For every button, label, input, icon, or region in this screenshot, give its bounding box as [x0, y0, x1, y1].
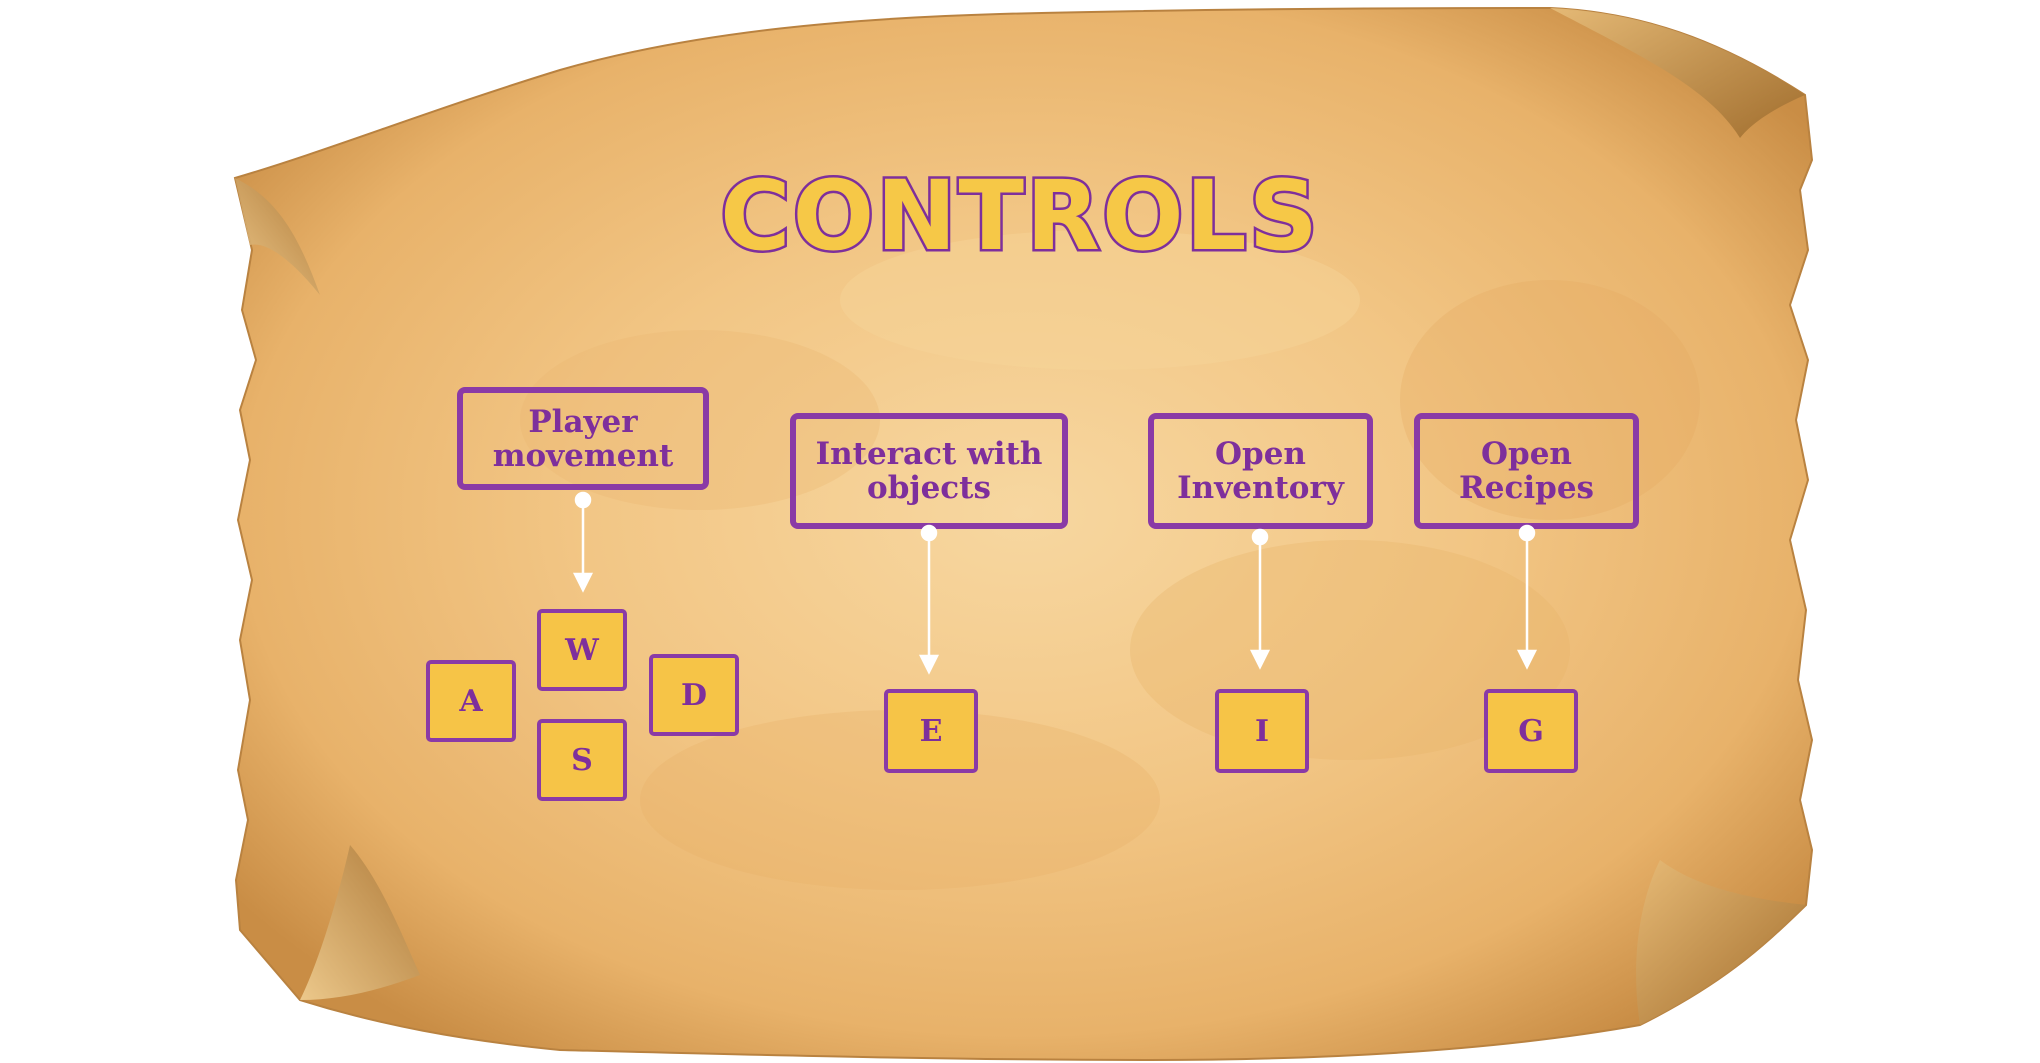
stain — [1400, 280, 1700, 520]
label-player-movement: Player movement — [457, 387, 709, 490]
label-line: Open — [1481, 436, 1572, 472]
curl-top-left — [235, 178, 320, 295]
label-line: Inventory — [1177, 470, 1344, 506]
key-s: S — [537, 719, 627, 801]
label-line: Recipes — [1459, 470, 1594, 506]
key-i: I — [1215, 689, 1309, 773]
curl-bottom-right — [1636, 860, 1806, 1025]
label-line: Player — [528, 403, 638, 440]
label-line: Interact with — [815, 436, 1043, 472]
label-open-recipes: Open Recipes — [1414, 413, 1639, 529]
key-w: W — [537, 609, 627, 691]
stain — [840, 230, 1360, 370]
curl-bottom-left — [300, 845, 420, 1000]
label-open-inventory: Open Inventory — [1148, 413, 1373, 529]
label-interact-with-objects: Interact with objects — [790, 413, 1068, 529]
key-d: D — [649, 654, 739, 736]
stain — [640, 710, 1160, 890]
label-line: objects — [867, 470, 991, 506]
label-line: Open — [1215, 436, 1306, 472]
key-a: A — [426, 660, 516, 742]
key-e: E — [884, 689, 978, 773]
curl-top-right — [1550, 8, 1805, 138]
label-line: movement — [492, 437, 674, 474]
key-g: G — [1484, 689, 1578, 773]
parchment-body — [233, 6, 1814, 1062]
page-title: CONTROLS — [718, 158, 1321, 275]
